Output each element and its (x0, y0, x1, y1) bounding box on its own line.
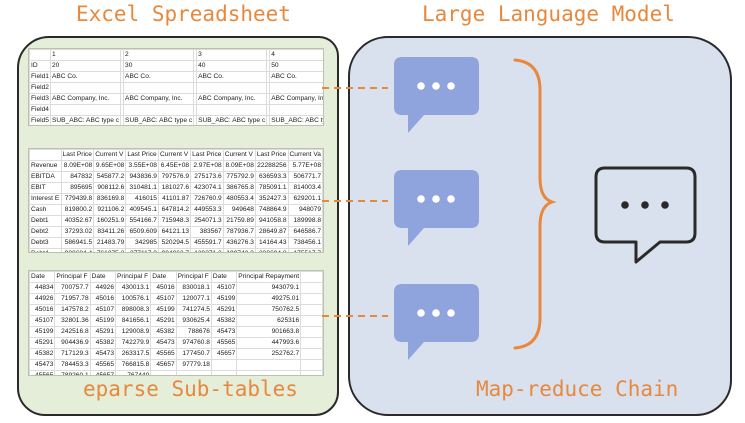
table-cell: SUB_ABC: ABC type c (196, 115, 268, 125)
table-cell: SUB_ABC: ABC type c (49, 115, 122, 125)
table-cell: 949648 (222, 204, 256, 216)
table-cell: 45107 (89, 304, 117, 316)
table-cell: 175517.7 (287, 248, 323, 252)
table-cell: 904062.7 (157, 248, 192, 252)
table-cell: 45565 (29, 370, 56, 375)
table-cell (300, 370, 323, 375)
table-cell: 45199 (29, 326, 56, 338)
table-cell: 761075.2 (93, 248, 127, 252)
table-cell: 199740.3 (222, 248, 256, 252)
column-header: Date (210, 271, 238, 283)
chat-bubble-icon (394, 170, 479, 246)
map-reduce-chain-caption: Map-reduce Chain (476, 377, 679, 401)
chat-bubble-icon (394, 284, 479, 360)
table-cell: 44926 (29, 293, 56, 305)
table-row: Field4 (29, 104, 323, 116)
table-row: Debt4930684.4761075.2377117.3904062.7120… (29, 248, 323, 252)
table-cell: 45199 (210, 293, 238, 305)
chat-bubble-icon (394, 57, 479, 133)
excel-spreadsheet-title: Excel Spreadsheet (76, 2, 291, 26)
curly-brace-icon (513, 58, 557, 350)
table-cell (236, 370, 302, 375)
table-cell: 45657 (89, 370, 117, 375)
table-cell: SUB_ABC: ABC type c (269, 115, 323, 125)
table-cell (150, 370, 177, 375)
eparse-sub-tables-caption: eparse Sub-tables (83, 377, 298, 401)
large-chat-bubble-icon (594, 166, 697, 264)
table-cell (210, 370, 238, 375)
large-language-model-title: Large Language Model (422, 2, 675, 26)
table-cell: SUB_ABC: ABC type c (123, 115, 195, 125)
